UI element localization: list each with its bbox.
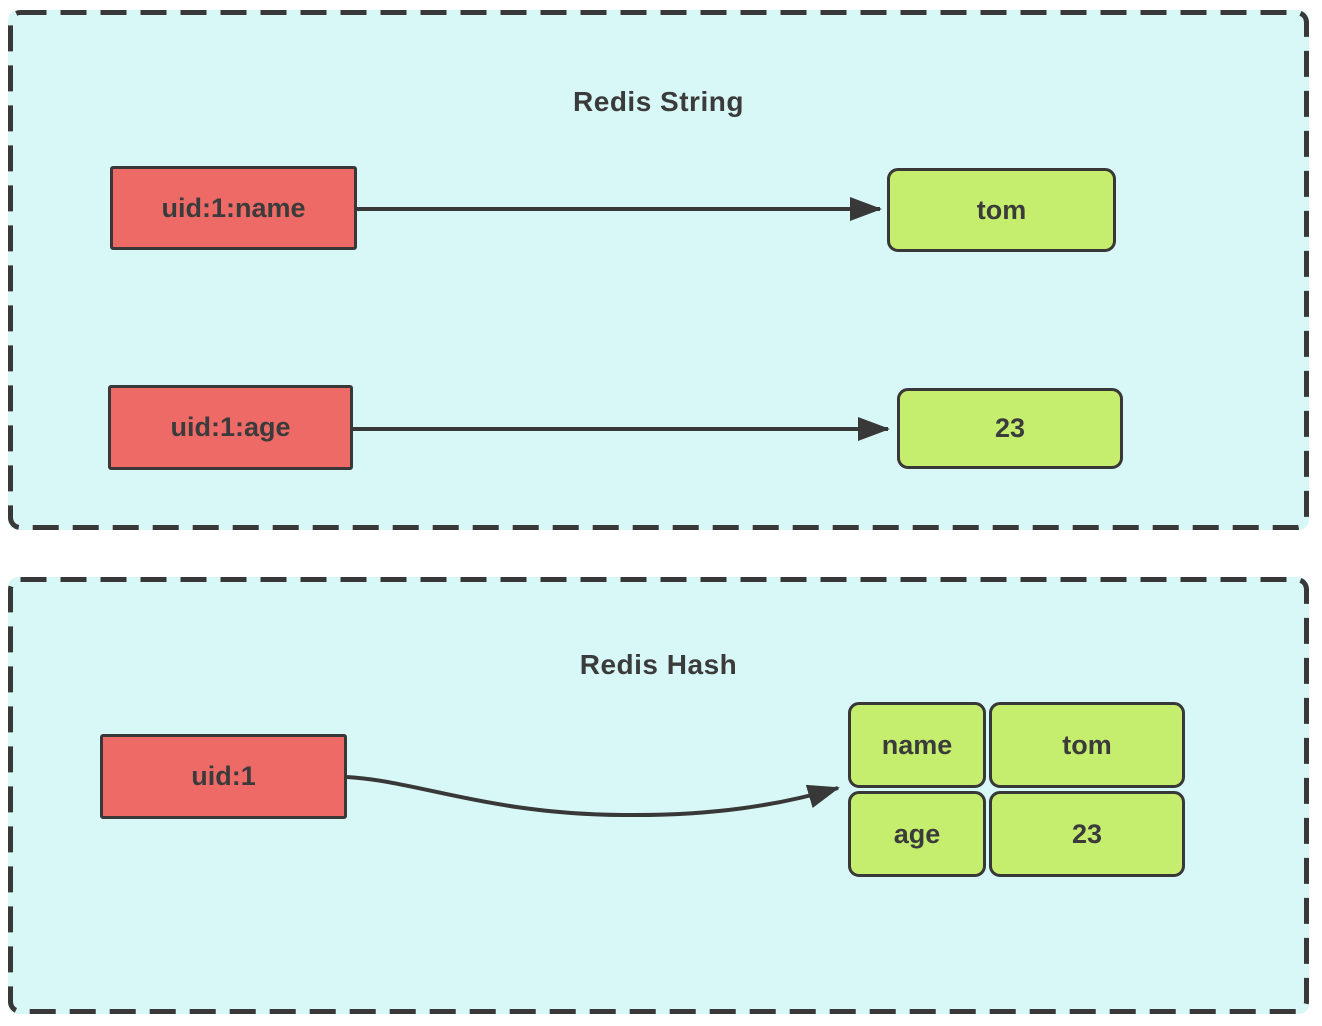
panel-redis-hash: Redis Hash uid:1 name tom age 23 [8, 577, 1309, 1014]
key-box-uid-1-age: uid:1:age [108, 385, 353, 470]
arrow-uid1-to-hash [346, 775, 840, 818]
panel-title: Redis Hash [579, 649, 738, 680]
value-box-23: 23 [897, 388, 1123, 469]
hash-field-name: name [848, 702, 986, 788]
value-box-tom: tom [887, 168, 1116, 252]
panel-redis-string: Redis String uid:1:name tom uid:1:age 23 [8, 10, 1309, 530]
key-box-uid-1: uid:1 [100, 734, 347, 819]
panel-title: Redis String [573, 86, 744, 117]
key-box-uid-1-name: uid:1:name [110, 166, 357, 250]
hash-table: name tom age 23 [848, 702, 1185, 877]
hash-value-tom: tom [989, 702, 1185, 788]
hash-value-23: 23 [989, 791, 1185, 877]
hash-field-age: age [848, 791, 986, 877]
